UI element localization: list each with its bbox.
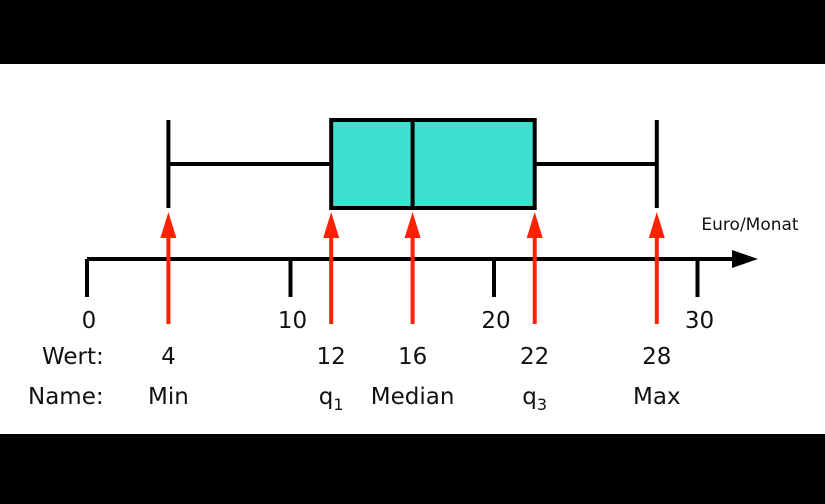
tick-label-0: 0 xyxy=(82,308,97,334)
min-value-label: 4 xyxy=(161,344,176,370)
q1-name-subscript: 1 xyxy=(333,395,343,414)
median-arrow-head xyxy=(404,212,421,238)
q1-name-label: q1 xyxy=(319,384,344,414)
max-name-label: Max xyxy=(633,384,681,410)
tick-label-20: 20 xyxy=(481,308,510,334)
max-name-text: Max xyxy=(633,384,681,410)
q3-name-text: q xyxy=(522,384,537,410)
q3-arrow-head xyxy=(526,212,543,238)
median-name-label: Median xyxy=(371,384,455,410)
q3-name-label: q3 xyxy=(522,384,547,414)
q1-arrow-head xyxy=(323,212,340,238)
min-name-text: Min xyxy=(148,384,189,410)
q1-name-text: q xyxy=(319,384,334,410)
x-axis-ticks: 0 10 20 30 xyxy=(82,259,714,334)
stat-arrows xyxy=(160,212,665,324)
q3-name-subscript: 3 xyxy=(537,395,547,414)
value-row-label: Wert: xyxy=(42,344,104,370)
name-row-label: Name: xyxy=(28,384,104,410)
median-name-text: Median xyxy=(371,384,455,410)
interquartile-box xyxy=(329,118,537,210)
median-value-label: 16 xyxy=(398,344,427,370)
q1-value-label: 12 xyxy=(317,344,346,370)
tick-label-30: 30 xyxy=(685,308,714,334)
q3-value-label: 22 xyxy=(520,344,549,370)
max-arrow-head xyxy=(648,212,665,238)
min-name-label: Min xyxy=(148,384,189,410)
min-arrow-head xyxy=(160,212,177,238)
x-axis-arrowhead xyxy=(732,250,758,268)
max-value-label: 28 xyxy=(642,344,671,370)
boxplot xyxy=(166,118,659,210)
x-axis-unit-label: Euro/Monat xyxy=(701,215,799,235)
tick-label-10: 10 xyxy=(278,308,307,334)
